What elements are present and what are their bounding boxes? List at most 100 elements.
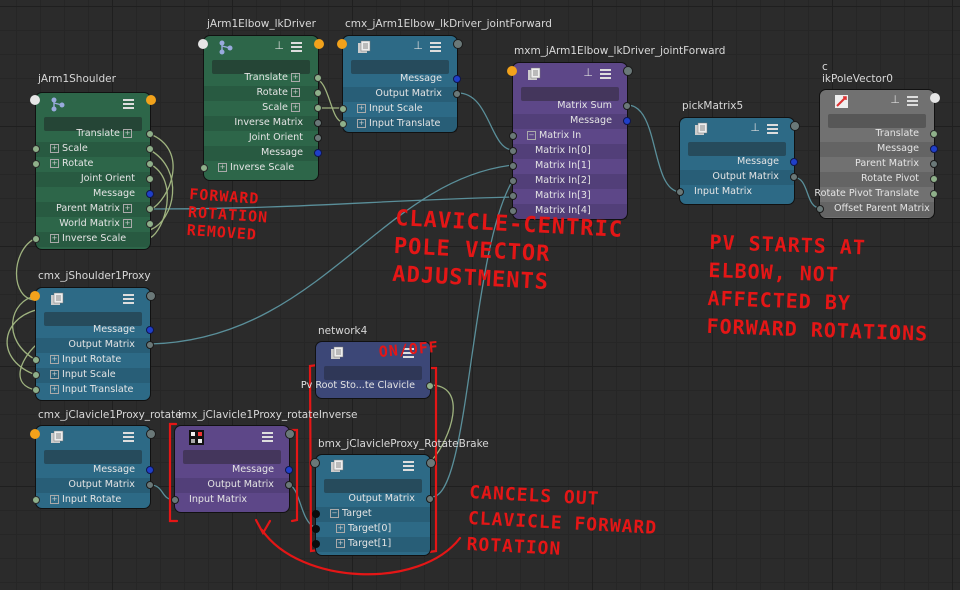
- attr-port[interactable]: [790, 158, 798, 166]
- attr-row[interactable]: Translate +: [36, 127, 154, 142]
- node-cmx-elbow-jointforward[interactable]: ⊥ Message Output Matrix +Input Scale +In…: [337, 36, 463, 132]
- node-name-field[interactable]: [828, 114, 926, 128]
- attr-row[interactable]: Parent Matrix: [820, 157, 938, 172]
- attr-port[interactable]: [314, 134, 322, 142]
- output-port[interactable]: [146, 95, 156, 105]
- attr-row[interactable]: +Input Scale: [32, 368, 150, 383]
- attr-port[interactable]: [200, 164, 208, 172]
- attr-row[interactable]: Translate: [820, 127, 938, 142]
- attr-port[interactable]: [32, 235, 40, 243]
- input-port[interactable]: [30, 291, 40, 301]
- attr-port[interactable]: [930, 160, 938, 168]
- attr-row[interactable]: +Input Rotate: [32, 493, 150, 508]
- expand-icon[interactable]: +: [357, 119, 366, 128]
- attr-row[interactable]: Output Matrix: [343, 87, 461, 102]
- node-name-field[interactable]: [44, 312, 142, 326]
- attr-row[interactable]: Joint Orient: [36, 172, 154, 187]
- attr-port[interactable]: [32, 145, 40, 153]
- attr-port[interactable]: [146, 466, 154, 474]
- attr-port[interactable]: [623, 117, 631, 125]
- attr-port[interactable]: [509, 162, 517, 170]
- node-name-field[interactable]: [44, 450, 142, 464]
- attr-port[interactable]: [623, 102, 631, 110]
- attr-port[interactable]: [32, 496, 40, 504]
- attr-port[interactable]: [314, 149, 322, 157]
- node-name-field[interactable]: [324, 366, 422, 380]
- attr-port[interactable]: [146, 130, 154, 138]
- output-port[interactable]: [790, 121, 800, 131]
- pin-icon[interactable]: ⊥: [583, 66, 593, 79]
- attr-row[interactable]: Matrix In[3]: [509, 189, 627, 204]
- attr-row[interactable]: Inverse Matrix: [204, 116, 322, 131]
- attr-row[interactable]: Output Matrix: [680, 170, 798, 185]
- attr-row[interactable]: −Matrix In: [509, 129, 627, 144]
- pin-icon[interactable]: ⊥: [413, 39, 423, 52]
- attr-row[interactable]: +Inverse Scale: [200, 161, 318, 176]
- attr-row[interactable]: Output Matrix: [316, 492, 434, 507]
- attr-port[interactable]: [32, 386, 40, 394]
- attr-row[interactable]: World Matrix +: [36, 217, 154, 232]
- node-pickmatrix5[interactable]: ⊥ Message Output Matrix Input Matrix: [676, 118, 800, 204]
- attr-row[interactable]: +Scale: [32, 142, 154, 157]
- attr-port[interactable]: [930, 175, 938, 183]
- attr-row[interactable]: Message: [36, 463, 154, 478]
- input-port[interactable]: [30, 95, 40, 105]
- menu-icon[interactable]: [262, 432, 273, 442]
- input-port[interactable]: [337, 39, 347, 49]
- attr-port[interactable]: [816, 205, 824, 213]
- attr-port[interactable]: [509, 132, 517, 140]
- output-port[interactable]: [146, 291, 156, 301]
- node-name-field[interactable]: [688, 142, 786, 156]
- menu-icon[interactable]: [291, 42, 302, 52]
- expand-icon[interactable]: +: [50, 495, 59, 504]
- attr-port[interactable]: [509, 177, 517, 185]
- expand-icon[interactable]: +: [50, 370, 59, 379]
- output-port[interactable]: [426, 458, 436, 468]
- expand-icon[interactable]: +: [291, 73, 300, 82]
- attr-row[interactable]: +Target[0]: [312, 522, 430, 537]
- expand-icon[interactable]: +: [50, 385, 59, 394]
- menu-icon[interactable]: [123, 432, 134, 442]
- menu-icon[interactable]: [767, 124, 778, 134]
- node-name-field[interactable]: [351, 60, 449, 74]
- node-name-field[interactable]: [183, 450, 281, 464]
- expand-icon[interactable]: +: [50, 234, 59, 243]
- input-port[interactable]: [507, 66, 517, 76]
- attr-row[interactable]: Message: [175, 463, 293, 478]
- attr-port[interactable]: [339, 105, 347, 113]
- attr-row[interactable]: Message: [204, 146, 322, 161]
- menu-icon[interactable]: [403, 348, 414, 358]
- attr-row[interactable]: −Target: [312, 507, 430, 522]
- node-name-field[interactable]: [212, 60, 310, 74]
- expand-icon[interactable]: +: [50, 159, 59, 168]
- output-port[interactable]: [314, 39, 324, 49]
- node-name-field[interactable]: [521, 87, 619, 101]
- attr-port[interactable]: [314, 119, 322, 127]
- attr-port[interactable]: [146, 341, 154, 349]
- attr-row[interactable]: Scale +: [204, 101, 322, 116]
- node-network4[interactable]: Pv Root Sto...te Clavicle: [301, 342, 434, 398]
- attr-port[interactable]: [426, 382, 434, 390]
- attr-row[interactable]: Output Matrix: [36, 478, 154, 493]
- attr-port[interactable]: [453, 90, 461, 98]
- attr-row[interactable]: Message: [820, 142, 938, 157]
- output-port[interactable]: [623, 66, 633, 76]
- attr-port[interactable]: [930, 130, 938, 138]
- attr-port[interactable]: [285, 481, 293, 489]
- attr-port[interactable]: [146, 145, 154, 153]
- node-name-field[interactable]: [44, 117, 142, 131]
- attr-row[interactable]: Rotate Pivot: [820, 172, 938, 187]
- attr-row[interactable]: Rotate Pivot Translate: [814, 187, 938, 202]
- attr-port[interactable]: [314, 89, 322, 97]
- input-port[interactable]: [30, 429, 40, 439]
- attr-port[interactable]: [146, 481, 154, 489]
- attr-port[interactable]: [509, 192, 517, 200]
- output-port[interactable]: [146, 429, 156, 439]
- attr-row[interactable]: Matrix In[1]: [509, 159, 627, 174]
- attr-row[interactable]: +Target[1]: [312, 537, 430, 552]
- attr-row[interactable]: +Input Translate: [32, 383, 150, 398]
- pin-icon[interactable]: ⊥: [890, 93, 900, 106]
- expand-icon[interactable]: +: [357, 104, 366, 113]
- expand-icon[interactable]: +: [218, 163, 227, 172]
